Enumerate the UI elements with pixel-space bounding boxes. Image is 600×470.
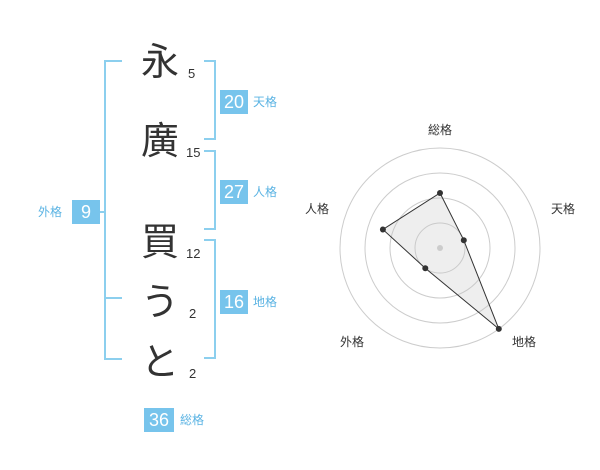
gaikaku-badge: 9 — [72, 200, 100, 224]
stroke-count-1: 5 — [188, 66, 196, 81]
radar-ring — [389, 197, 491, 299]
tenkaku-bracket-top — [204, 60, 216, 62]
radar-point-2 — [460, 237, 467, 244]
gaikaku-label: 外格 — [38, 205, 63, 219]
jinkaku-bracket-top — [204, 150, 216, 152]
tenkaku-badge: 20 — [220, 90, 248, 114]
jinkaku-badge: 27 — [220, 180, 248, 204]
stroke-count-5: 2 — [189, 366, 197, 381]
chikaku-bracket-top — [204, 239, 216, 241]
radar-point-4 — [422, 265, 429, 272]
soukaku-badge: 36 — [144, 408, 174, 432]
tenkaku-bracket-bottom — [204, 138, 216, 140]
stroke-count-4: 2 — [189, 306, 197, 321]
radar-polygon — [382, 192, 500, 330]
name-char-4: う — [140, 280, 179, 324]
name-char-3: 買 — [140, 220, 179, 264]
outer-bracket-line — [104, 60, 106, 360]
outer-bracket-middle — [104, 297, 122, 299]
tenkaku-label: 天格 — [253, 95, 278, 109]
jinkaku-bracket-bottom — [204, 228, 216, 230]
radar-label-chikaku: 地格 — [512, 335, 537, 349]
radar-ring — [339, 147, 541, 349]
radar-label-soukaku: 総格 — [428, 123, 453, 137]
outer-bracket-bottom — [104, 358, 122, 360]
radar-center — [437, 245, 443, 251]
chikaku-badge: 16 — [220, 290, 248, 314]
radar-point-1 — [437, 190, 443, 196]
radar-ring — [414, 222, 466, 274]
name-char-1: 永 — [140, 40, 179, 84]
tenkaku-bracket-line — [214, 60, 216, 140]
stroke-count-3: 12 — [186, 246, 201, 261]
soukaku-label: 総格 — [180, 413, 205, 427]
outer-bracket-top — [104, 60, 122, 62]
chikaku-bracket-line — [214, 239, 216, 359]
name-char-2: 廣 — [140, 119, 179, 163]
radar-point-3 — [495, 325, 502, 332]
jinkaku-label: 人格 — [253, 185, 278, 199]
radar-label-tenkaku: 天格 — [551, 202, 576, 216]
radar-ring — [364, 172, 516, 324]
chikaku-bracket-bottom — [204, 357, 216, 359]
radar-label-gaikaku: 外格 — [340, 335, 365, 349]
stroke-count-2: 15 — [186, 145, 201, 160]
radar-point-5 — [379, 226, 386, 233]
chikaku-label: 地格 — [253, 295, 278, 309]
jinkaku-bracket-line — [214, 150, 216, 230]
radar-label-jinkaku: 人格 — [305, 202, 330, 216]
name-char-5: と — [140, 340, 179, 384]
